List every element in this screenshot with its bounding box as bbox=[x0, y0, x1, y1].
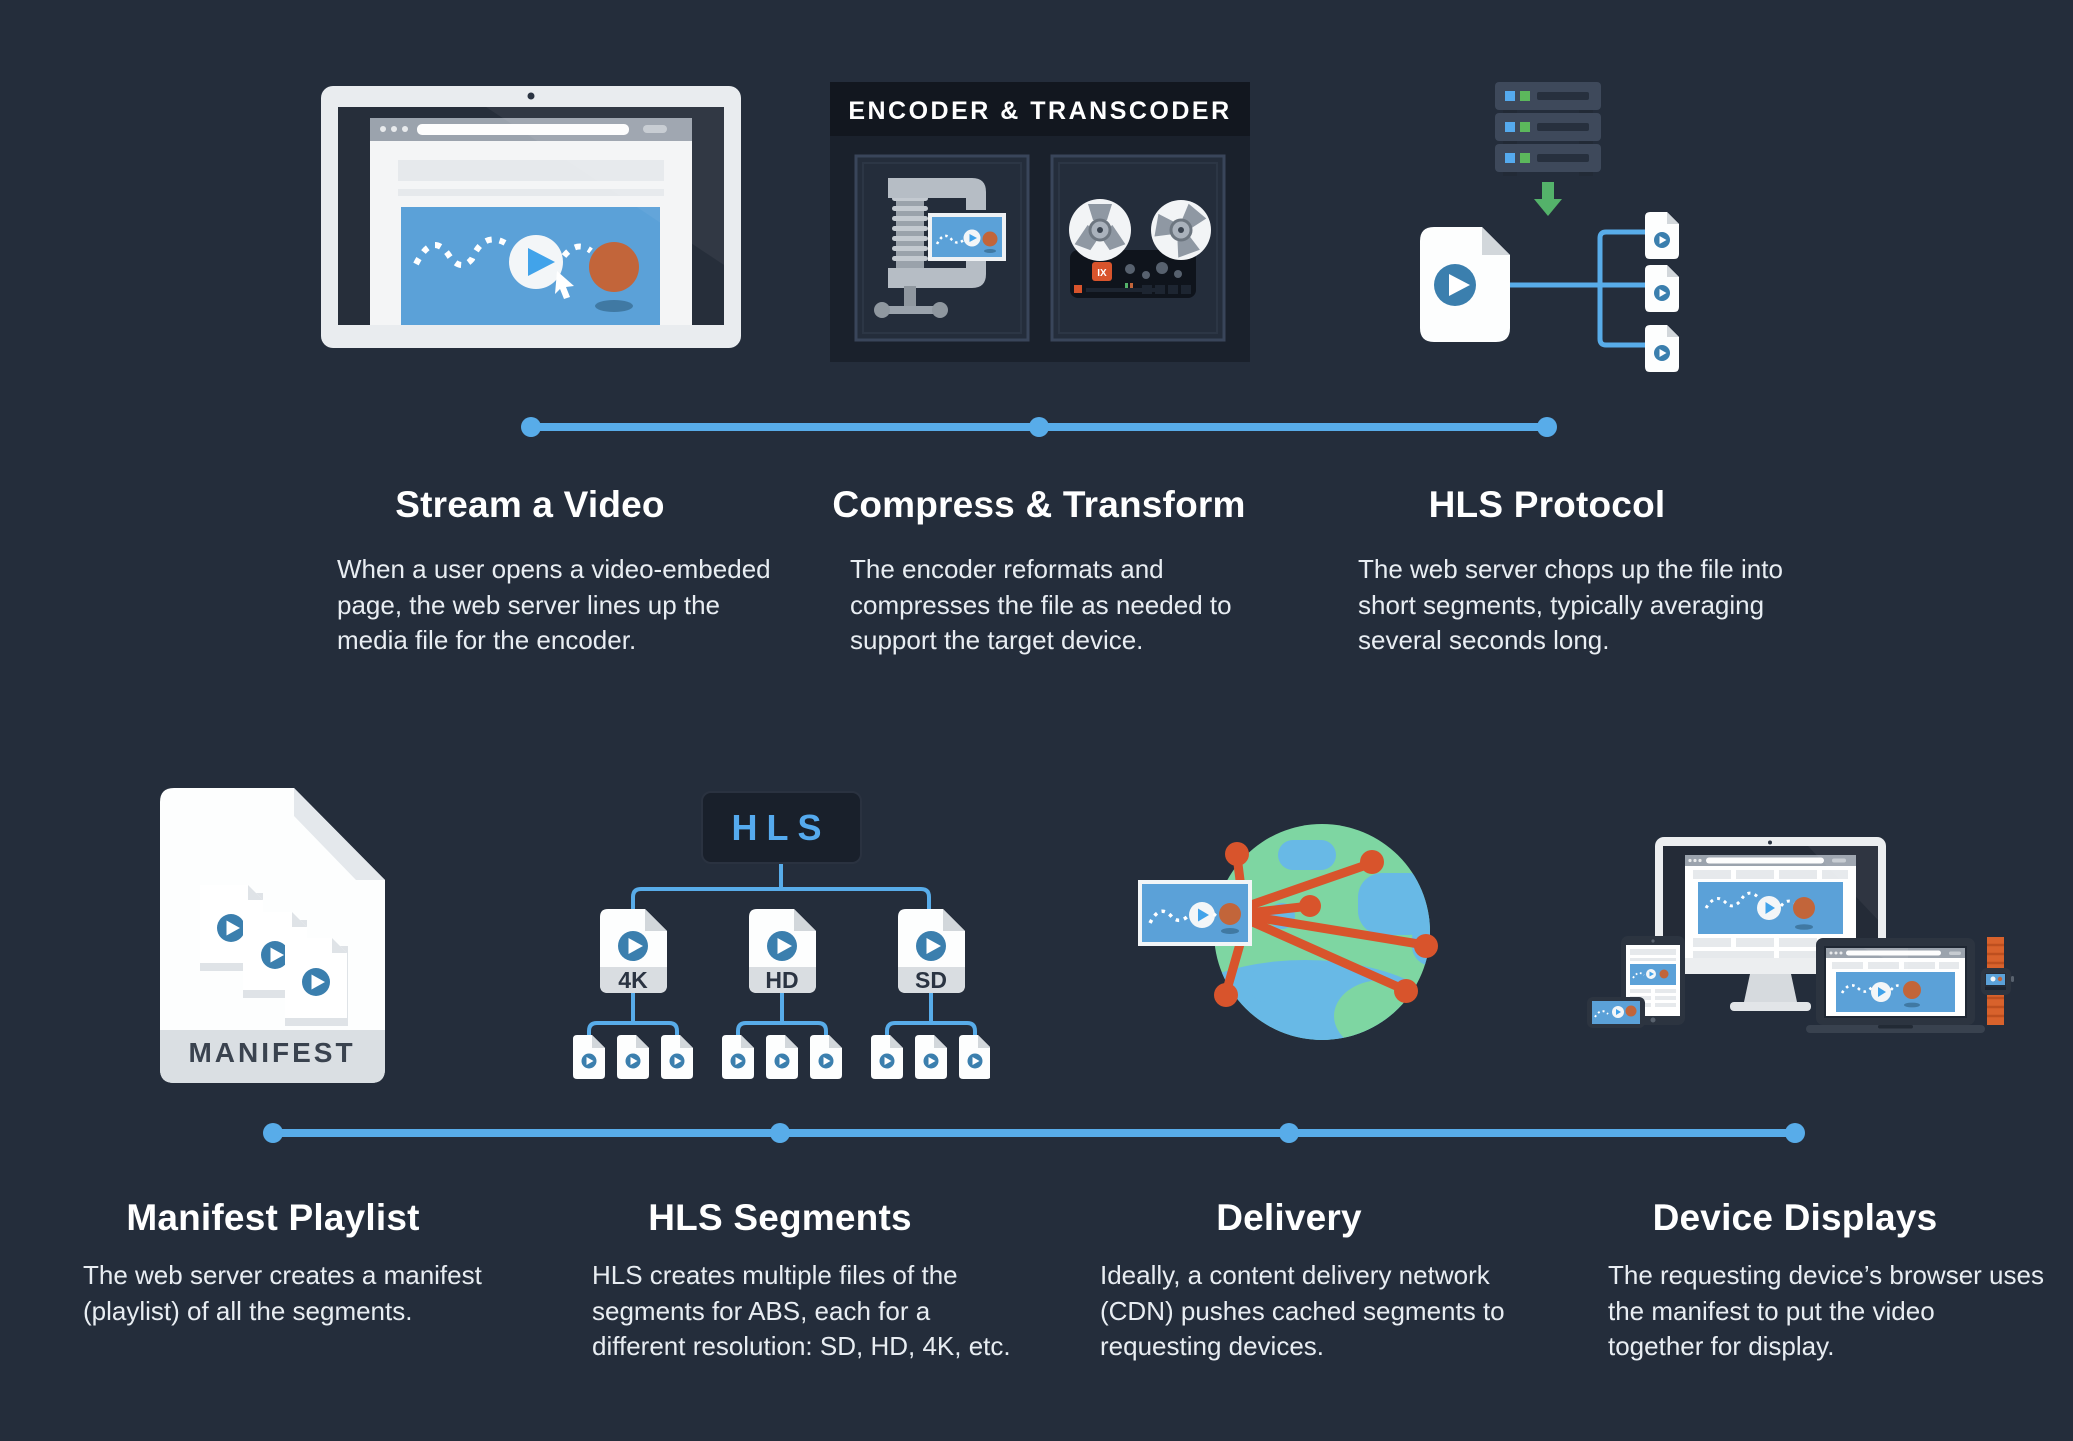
timeline-dot bbox=[1279, 1123, 1299, 1143]
segment-files bbox=[573, 1035, 990, 1079]
step-description: HLS creates multiple files of the segmen… bbox=[592, 1260, 1011, 1361]
compression-clamp-icon bbox=[874, 178, 1006, 318]
smartwatch-icon bbox=[1981, 937, 2014, 1025]
address-bar bbox=[417, 124, 629, 135]
step-title: Manifest Playlist bbox=[126, 1197, 420, 1238]
timeline-dot bbox=[521, 417, 541, 437]
step-title: HLS Segments bbox=[648, 1197, 912, 1238]
step-title: Stream a Video bbox=[395, 484, 665, 525]
svg-text:HD: HD bbox=[765, 967, 798, 993]
resolution-file-sd: SD bbox=[898, 909, 965, 993]
tape-recorder-icon: IX bbox=[1069, 199, 1211, 298]
timeline-dot bbox=[1029, 417, 1049, 437]
encoder-panel-header bbox=[830, 82, 1250, 136]
timeline-bottom bbox=[273, 1129, 1795, 1137]
hls-root-label: HLS bbox=[732, 807, 831, 848]
step-description: Ideally, a content delivery network (CDN… bbox=[1100, 1260, 1505, 1361]
step-title: Delivery bbox=[1216, 1197, 1362, 1238]
step-description: The encoder reformats and compresses the… bbox=[850, 554, 1232, 655]
manifest-label: MANIFEST bbox=[188, 1037, 355, 1068]
browser-video-illustration bbox=[321, 86, 741, 348]
segment-file-icon bbox=[1645, 325, 1679, 372]
tape-reel-right bbox=[1151, 200, 1211, 260]
timeline-dot bbox=[1537, 417, 1557, 437]
delivery-illustration bbox=[1138, 824, 1438, 1040]
video-thumbnail bbox=[928, 213, 1006, 261]
resolution-file-hd: HD bbox=[749, 909, 816, 993]
timeline-dot bbox=[263, 1123, 283, 1143]
timeline-dot bbox=[770, 1123, 790, 1143]
camera-dot-icon bbox=[527, 92, 535, 100]
bouncing-ball bbox=[589, 242, 639, 292]
encoder-panel-title: ENCODER & TRANSCODER bbox=[848, 97, 1231, 125]
resolution-file-4k: 4K bbox=[600, 909, 667, 993]
svg-text:SD: SD bbox=[915, 967, 947, 993]
manifest-label-band bbox=[160, 1030, 385, 1083]
svg-text:4K: 4K bbox=[618, 967, 648, 993]
phone-icon bbox=[1587, 997, 1645, 1028]
video-thumbnail bbox=[1138, 880, 1252, 946]
server-stack-icon bbox=[1495, 82, 1601, 176]
step-description: When a user opens a video-embeded page, … bbox=[337, 554, 771, 655]
device-displays-illustration bbox=[1587, 837, 2014, 1033]
hls-segments-illustration: HLS 4K HD SD bbox=[573, 791, 990, 1079]
encoder-transcoder-illustration: ENCODER & TRANSCODER bbox=[830, 82, 1250, 362]
segment-connector bbox=[1597, 229, 1645, 348]
manifest-illustration: MANIFEST bbox=[160, 788, 385, 1083]
hls-root-box: HLS bbox=[701, 791, 862, 864]
video-file-icon bbox=[1420, 227, 1510, 342]
laptop-icon bbox=[1806, 938, 1985, 1033]
step-description: The requesting device’s browser uses the… bbox=[1608, 1260, 2044, 1361]
browser-button bbox=[643, 125, 667, 133]
step-title: Compress & Transform bbox=[832, 484, 1246, 525]
segment-file-icon bbox=[1645, 265, 1679, 312]
tape-reel-left bbox=[1069, 199, 1131, 261]
playlist-file-icon bbox=[285, 938, 348, 1026]
down-arrow-icon bbox=[1534, 182, 1562, 216]
step-description: The web server creates a manifest (playl… bbox=[83, 1260, 482, 1326]
tree-connector bbox=[587, 863, 977, 1035]
bounce-path bbox=[413, 236, 509, 268]
tape-badge bbox=[1092, 262, 1112, 281]
segment-file-icon bbox=[1645, 212, 1679, 259]
step-description: The web server chops up the file into sh… bbox=[1358, 554, 1783, 655]
hls-protocol-illustration bbox=[1420, 82, 1679, 372]
svg-text:IX: IX bbox=[1097, 268, 1107, 279]
cdn-node-dots bbox=[1214, 842, 1438, 1007]
step-title: HLS Protocol bbox=[1428, 484, 1666, 525]
browser-window bbox=[370, 118, 692, 325]
timeline-dot bbox=[1785, 1123, 1805, 1143]
cursor-icon bbox=[555, 271, 574, 299]
step-title: Device Displays bbox=[1652, 1197, 1938, 1238]
